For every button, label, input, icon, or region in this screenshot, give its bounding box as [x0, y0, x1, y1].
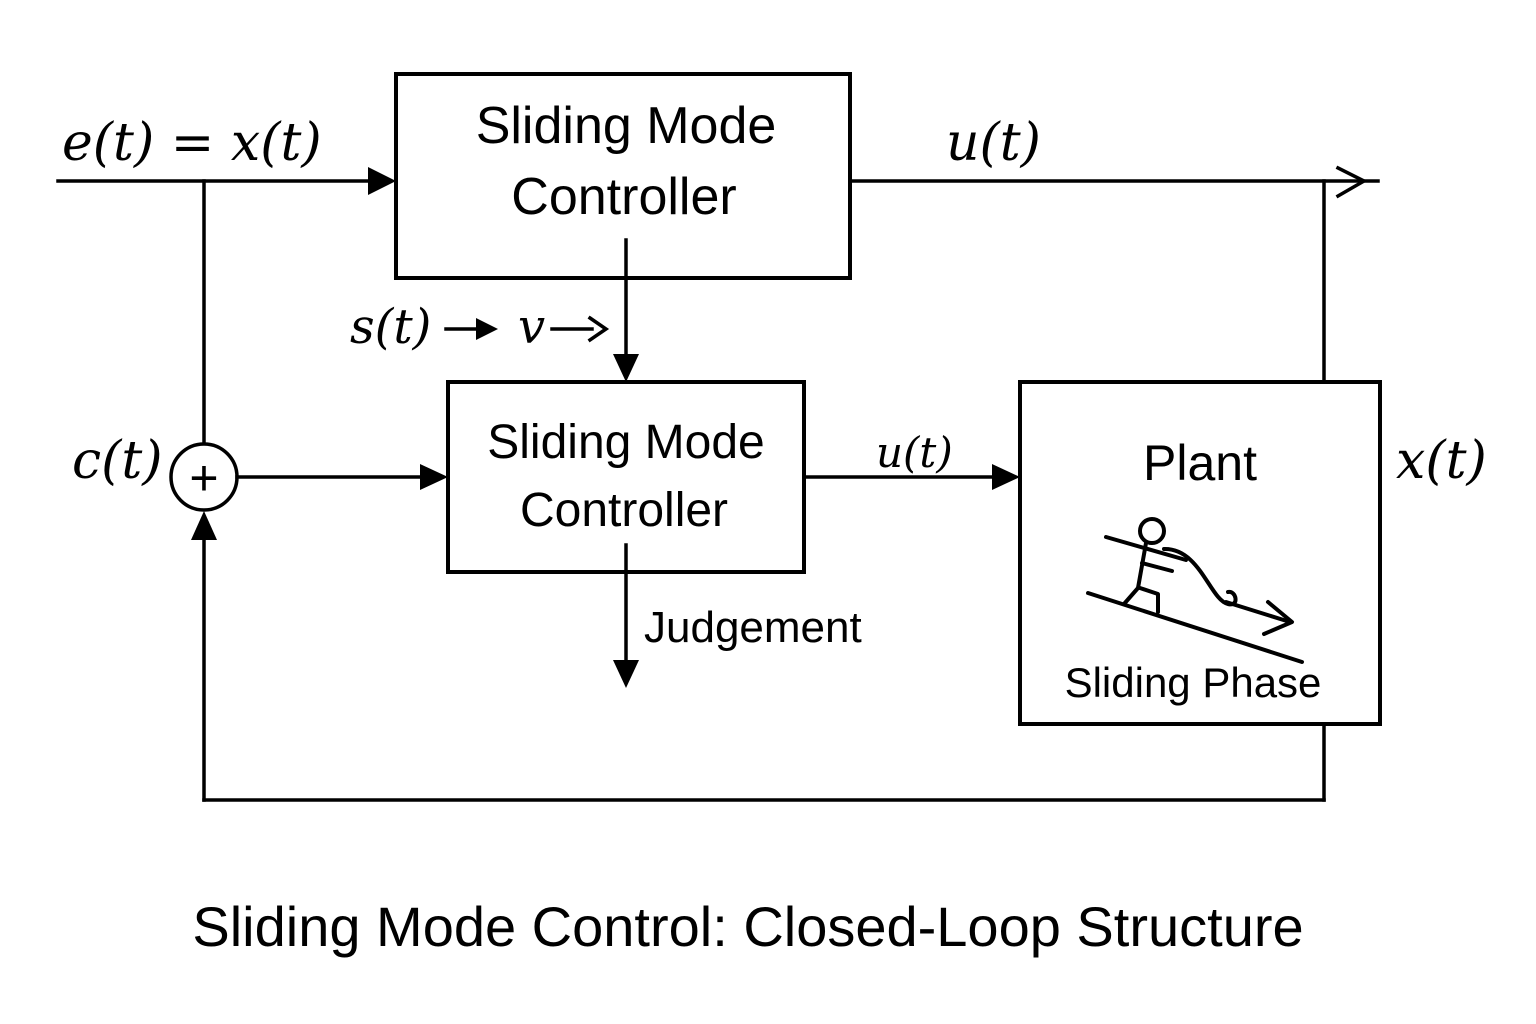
input-signal-label: e(t) = x(t) [62, 113, 322, 173]
input-arrowhead [368, 167, 396, 195]
middle-controller-title-line2: Controller [520, 484, 728, 537]
plant-caption: Sliding Phase [1065, 659, 1322, 706]
feedback-arrowhead [191, 511, 217, 540]
plant-label: Plant [1143, 435, 1257, 491]
diagram-title: Sliding Mode Control: Closed-Loop Struct… [192, 895, 1303, 958]
plant-block [1018, 380, 1382, 726]
judgement-label: Judgement [644, 603, 862, 652]
junction-output-arrowhead [420, 464, 448, 490]
sliding-surface-arrowhead [476, 318, 498, 340]
sliding-surface-label: s(t) [350, 299, 431, 355]
sliding-figure-icon [1086, 517, 1304, 664]
controller-link-arrowhead [613, 354, 639, 382]
sliding-velocity-label: v [518, 299, 545, 355]
sliding-velocity-arrowhead [587, 315, 610, 343]
middle-output-arrowhead [992, 464, 1020, 490]
top-controller-block [394, 72, 852, 280]
summing-junction-symbol: + [189, 450, 218, 506]
top-controller-title-line2: Controller [511, 168, 736, 226]
summing-input-label: c(t) [72, 431, 163, 491]
plant-output-label: x(t) [1396, 431, 1487, 491]
middle-output-label: u(t) [876, 428, 953, 477]
middle-controller-title-line1: Sliding Mode [487, 416, 765, 469]
top-output-label: u(t) [946, 113, 1041, 173]
top-controller-title-line1: Sliding Mode [476, 97, 777, 155]
judgement-arrowhead [613, 660, 639, 688]
